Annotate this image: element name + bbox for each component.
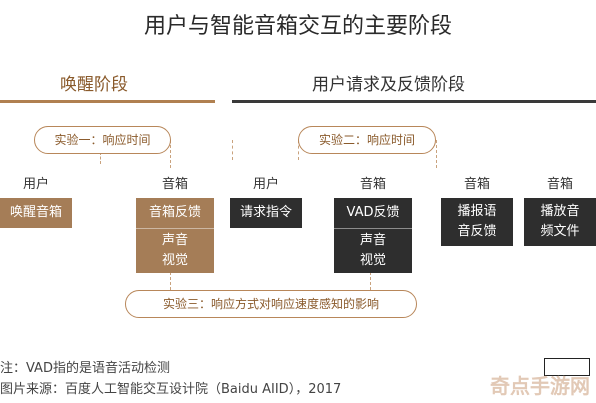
wake-speaker-box: 唤醒音箱 xyxy=(0,198,72,228)
diagram-title: 用户与智能音箱交互的主要阶段 xyxy=(143,14,452,39)
sound-visual-box: 声音 视觉 xyxy=(334,228,412,273)
phase-wake-divider xyxy=(0,100,215,103)
experiment-2-pill: 实验二：响应时间 xyxy=(298,126,436,154)
connector-line xyxy=(370,272,371,290)
play-audio-box: 播放音 频文件 xyxy=(524,198,596,246)
connector-line xyxy=(298,140,299,160)
aiid-logo xyxy=(544,358,590,376)
experiment-3-pill: 实验三：响应方式对响应速度感知的影响 xyxy=(125,290,417,318)
watermark: 奇点手游网 xyxy=(490,374,590,398)
speaker-feedback-box: 音箱反馈 xyxy=(136,198,214,228)
footnote: 注：VAD指的是语音活动检测 xyxy=(0,361,170,376)
connector-line xyxy=(100,152,101,164)
connector-line xyxy=(436,140,437,168)
vad-feedback-box: VAD反馈 xyxy=(334,198,412,228)
column-header: 音箱 xyxy=(161,177,188,192)
connector-line xyxy=(170,140,171,168)
image-source: 图片来源：百度人工智能交互设计院（Baidu AIID），2017 xyxy=(0,382,342,397)
column-header: 音箱 xyxy=(359,177,386,192)
column-header: 用户 xyxy=(22,177,49,192)
connector-line xyxy=(232,140,233,160)
column-header: 音箱 xyxy=(546,177,573,192)
column-header: 音箱 xyxy=(463,177,490,192)
sound-visual-box: 声音 视觉 xyxy=(136,228,214,273)
voice-broadcast-box: 播报语 音反馈 xyxy=(441,198,513,246)
experiment-1-pill: 实验一：响应时间 xyxy=(34,126,171,154)
phase-wake-label: 唤醒阶段 xyxy=(60,75,128,95)
connector-line xyxy=(170,272,171,290)
request-command-box: 请求指令 xyxy=(230,198,302,228)
phase-request-divider xyxy=(232,100,596,103)
phase-request-label: 用户请求及反馈阶段 xyxy=(312,75,465,95)
column-header: 用户 xyxy=(252,177,279,192)
